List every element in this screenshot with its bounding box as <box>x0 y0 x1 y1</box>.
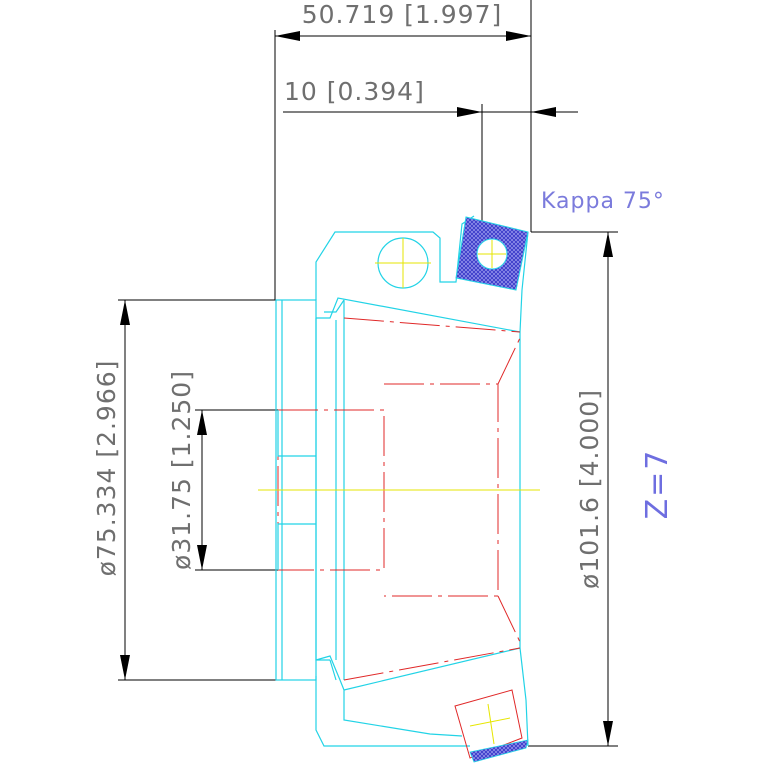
dim-hub-dia: ø75.334 [2.966] <box>92 299 277 681</box>
kappa-label: Kappa 75° <box>541 189 665 214</box>
dim-top-width-label: 50.719 [1.997] <box>302 0 503 29</box>
dim-insert-width: 10 [0.394] <box>283 77 578 222</box>
dim-insert-width-label: 10 [0.394] <box>284 77 425 106</box>
dim-outer-dia: ø101.6 [4.000] <box>528 231 618 747</box>
dim-hub-dia-label: ø75.334 [2.966] <box>92 360 121 577</box>
dim-bore-dia-label: ø31.75 [1.250] <box>167 370 196 570</box>
hidden-lines <box>277 317 521 681</box>
dim-top-width: 50.719 [1.997] <box>274 0 532 300</box>
dim-outer-dia-label: ø101.6 [4.000] <box>575 389 604 589</box>
center-lines <box>258 238 540 745</box>
tooth-count-label: Z=7 <box>640 449 675 520</box>
insert-bottom <box>454 689 529 763</box>
cutter-body-outline <box>275 215 529 747</box>
dim-bore-dia: ø31.75 [1.250] <box>167 370 278 571</box>
bore-keyslot <box>277 410 316 570</box>
